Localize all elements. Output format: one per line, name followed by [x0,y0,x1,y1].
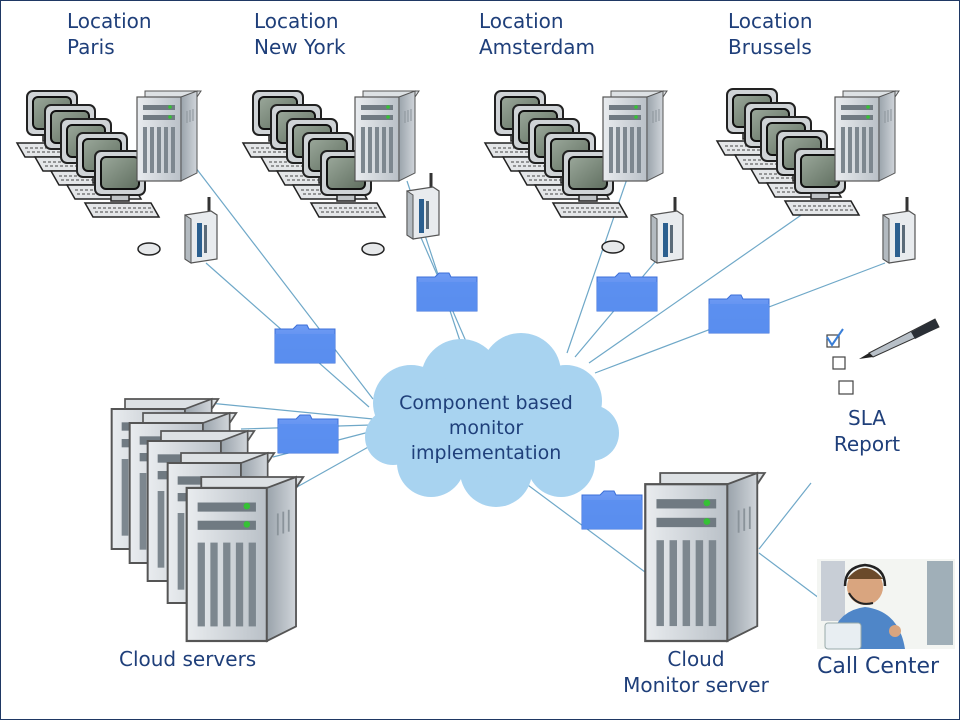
location-heading: Location [254,9,339,33]
cloud-shape [365,333,619,507]
call-center-photo [817,559,955,650]
folder-icon [274,324,336,364]
cloud-label-line: monitor [448,417,524,439]
location-label-brussels: Location Brussels [728,8,813,60]
location-city: Paris [67,35,115,59]
monitor-server-label-line: Monitor server [623,673,769,697]
sla-label-line: SLA [848,406,886,430]
call-center-label: Call Center [817,654,940,679]
location-city: Brussels [728,35,812,59]
sla-checklist-icon [826,318,940,395]
location-heading: Location [67,9,152,33]
monitor-server [644,471,766,643]
new-york-router [405,171,441,241]
monitor-server-label-line: Cloud [667,647,725,671]
brussels-server [834,90,900,182]
folder-icon [581,490,643,530]
new-york-server [354,90,420,182]
cloud-label: Component based monitor implementation [381,391,591,466]
location-label-paris: Location Paris [67,8,152,60]
folder-icon [416,272,478,312]
folder-icon [596,272,658,312]
paris-mouse [137,242,161,256]
amsterdam-mouse [601,240,625,254]
cloud-label-line: Component based [399,392,573,414]
amsterdam-router [649,195,685,265]
paris-router [183,195,219,265]
location-city: New York [254,35,346,59]
location-label-new-york: Location New York [254,8,346,60]
cloud-servers-label: Cloud servers [119,647,257,671]
location-label-amsterdam: Location Amsterdam [479,8,595,60]
folder-icon [708,294,770,334]
cloud-label-line: implementation [410,442,562,464]
amsterdam-server [602,90,668,182]
location-city: Amsterdam [479,35,596,59]
location-heading: Location [479,9,564,33]
monitor-server-label: Cloud Monitor server [606,646,786,698]
paris-server [136,90,202,182]
new-york-mouse [361,242,385,256]
folder-icon [277,414,339,454]
sla-report-label: SLA Report [819,405,915,457]
cloud-servers-stack [110,397,305,643]
brussels-router [881,195,917,265]
location-heading: Location [728,9,813,33]
sla-label-line: Report [833,432,901,456]
